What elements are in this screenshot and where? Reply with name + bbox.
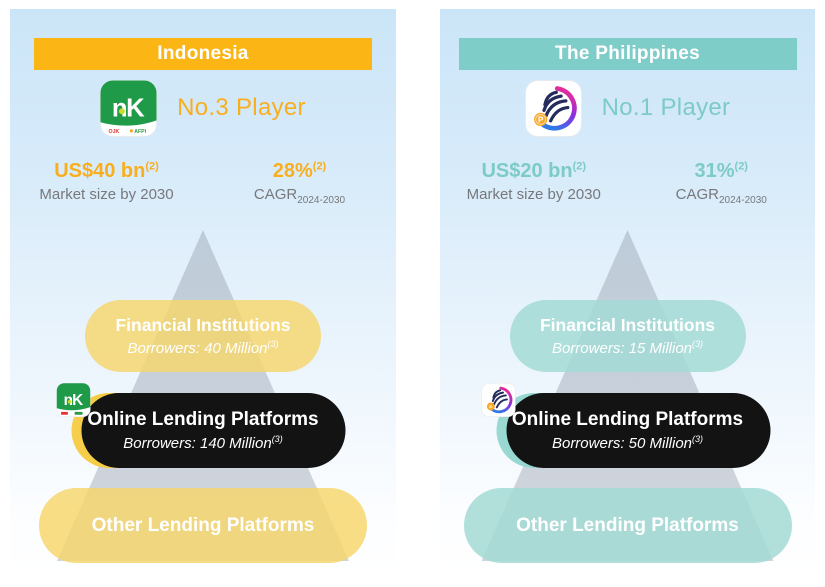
tier-borrowers: Borrowers: 15 Million(3) (551, 339, 704, 357)
market-size-stat: US$20 bn(2) Market size by 2030 (440, 160, 628, 206)
tier-other-lending-platforms: Other Lending Platforms (39, 488, 367, 563)
ojk-badge: OJK (109, 129, 120, 135)
country-header-philippines: The Philippines (458, 38, 797, 70)
juanhand-app-icon-small: P (481, 383, 515, 417)
tier-borrowers: Borrowers: 140 Million(3) (123, 434, 283, 452)
footnote-marker: (3) (271, 434, 283, 444)
stats-row: US$20 bn(2) Market size by 2030 31%(2) C… (440, 160, 815, 206)
market-size-value: US$40 bn(2) (54, 160, 159, 182)
market-size-label: Market size by 2030 (39, 186, 174, 203)
adakami-app-icon: nK OJK AFPI (100, 79, 158, 137)
footnote-marker: (3) (692, 434, 704, 444)
panel-philippines: The Philippines (440, 9, 815, 576)
market-pyramid-indonesia: Financial Institutions Borrowers: 40 Mil… (10, 9, 396, 576)
footnote-marker: (2) (734, 160, 748, 173)
cagr-stat: 28%(2) CAGR2024-2030 (203, 160, 396, 206)
footnote-marker: (2) (145, 160, 159, 173)
juanhand-app-icon: P (524, 79, 582, 137)
tier-financial-institutions: Financial Institutions Borrowers: 15 Mil… (509, 300, 746, 372)
cagr-label: CAGR2024-2030 (675, 186, 767, 206)
tier-other-lending-platforms: Other Lending Platforms (463, 488, 792, 563)
tier-online-lending-platforms: P Online Lending Platforms Borrowers: 50… (481, 383, 770, 468)
market-pyramid-philippines: Financial Institutions Borrowers: 15 Mil… (440, 9, 815, 576)
svg-text:P: P (538, 115, 544, 124)
tier-online-lending-platforms: nK Online Lending Platforms Borrowers: 1… (56, 383, 346, 468)
cagr-stat: 31%(2) CAGR2024-2030 (628, 160, 816, 206)
tier-borrowers: Borrowers: 40 Million(3) (127, 339, 279, 357)
cagr-value: 31%(2) (694, 160, 748, 182)
cagr-value: 28%(2) (272, 160, 327, 182)
market-size-value: US$20 bn(2) (481, 160, 587, 182)
player-rank-label: No.3 Player (177, 94, 306, 121)
adakami-app-icon-small: nK (56, 383, 91, 417)
player-rank-label: No.1 Player (601, 94, 731, 121)
tier-borrowers: Borrowers: 50 Million(3) (551, 434, 704, 452)
country-title: The Philippines (555, 43, 700, 64)
player-row: P No.1 Player (440, 77, 815, 139)
svg-text:nK: nK (64, 392, 83, 409)
cagr-label: CAGR2024-2030 (253, 186, 346, 206)
stats-row: US$40 bn(2) Market size by 2030 28%(2) C… (10, 160, 396, 206)
tier-financial-institutions: Financial Institutions Borrowers: 40 Mil… (85, 300, 321, 372)
panel-indonesia: Indonesia nK OJK AFPI No.3 Player US$40 (10, 9, 396, 576)
svg-text:nK: nK (112, 94, 145, 122)
footnote-marker: (2) (312, 160, 327, 173)
footnote-marker: (2) (572, 160, 587, 173)
player-row: nK OJK AFPI No.3 Player (10, 77, 396, 139)
footnote-marker: (3) (692, 339, 704, 349)
cagr-period: 2024-2030 (297, 195, 346, 206)
country-title: Indonesia (157, 43, 249, 64)
market-size-stat: US$40 bn(2) Market size by 2030 (10, 160, 203, 206)
country-header-indonesia: Indonesia (34, 38, 372, 70)
afpi-badge: AFPI (134, 129, 146, 135)
footnote-marker: (3) (267, 339, 279, 349)
svg-text:P: P (489, 404, 493, 410)
market-size-label: Market size by 2030 (466, 186, 601, 203)
cagr-period: 2024-2030 (719, 195, 767, 206)
